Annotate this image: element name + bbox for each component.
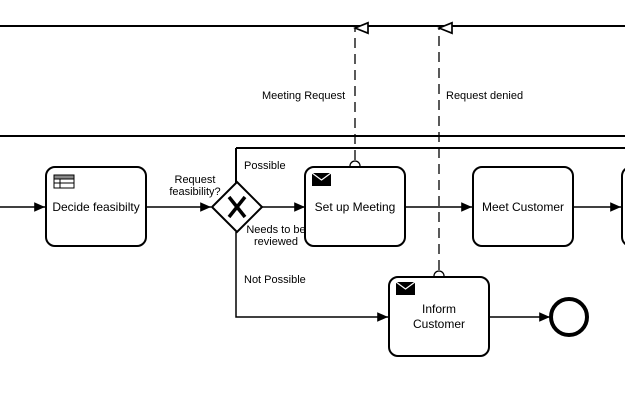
task-decide-label: Decide feasibilty — [52, 200, 140, 214]
task-inform-customer[interactable] — [388, 276, 490, 357]
task-meet-label: Meet Customer — [481, 200, 565, 214]
exclusive-gateway-x-icon — [227, 195, 247, 219]
message-label-meeting-request: Meeting Request — [262, 90, 346, 102]
flow-label-needs-review-line2: reviewed — [253, 236, 299, 248]
task-set-up-meeting[interactable] — [304, 166, 406, 247]
gateway-label-line2: feasibility? — [169, 186, 221, 198]
flow-gateway-to-inform — [235, 232, 388, 322]
flow-label-needs-review-line1: Needs to be — [246, 224, 306, 236]
task-setup-label: Set up Meeting — [314, 200, 396, 214]
flow-label-needs-review: Needs to be reviewed — [244, 224, 308, 248]
send-envelope-icon — [395, 281, 416, 295]
flow-label-possible: Possible — [244, 160, 286, 172]
message-label-request-denied: Request denied — [446, 90, 524, 102]
gateway-label: Request feasibility? — [164, 174, 226, 198]
task-partial-offscreen[interactable] — [621, 167, 625, 246]
gateway-label-line1: Request — [174, 174, 216, 186]
business-rule-table-icon — [53, 174, 75, 189]
end-event[interactable] — [549, 297, 589, 337]
send-envelope-icon — [311, 172, 332, 186]
task-meet-customer[interactable] — [472, 166, 574, 247]
task-inform-label: Inform Customer — [412, 302, 465, 331]
flow-label-not-possible: Not Possible — [244, 274, 306, 286]
